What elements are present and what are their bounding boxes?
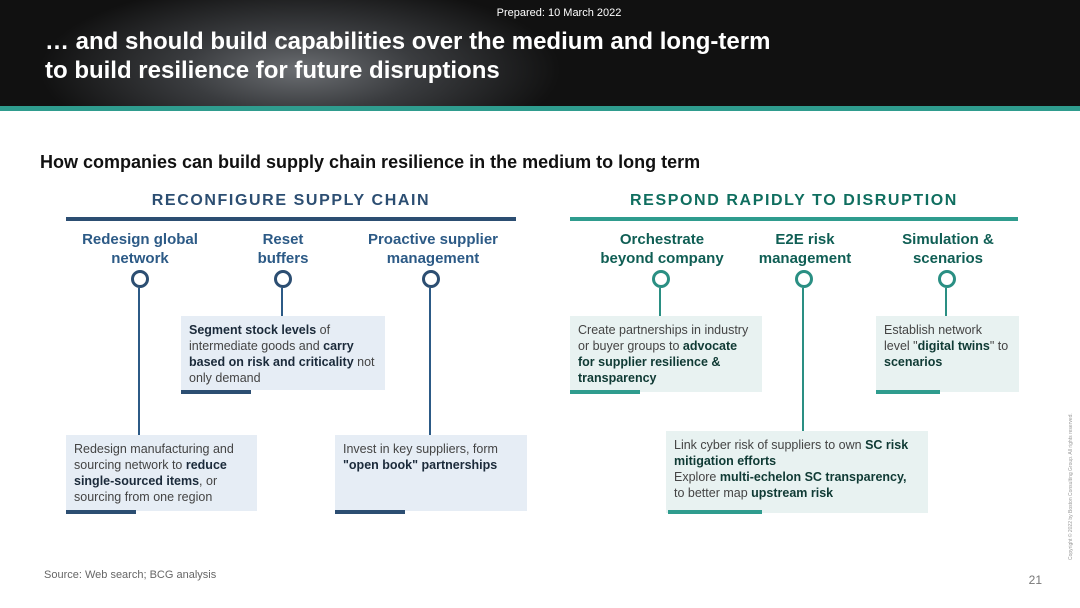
connector-redesign — [138, 288, 140, 435]
source-note: Source: Web search; BCG analysis — [44, 569, 217, 581]
box-text: Invest in key suppliers, form — [343, 442, 498, 456]
box-underline — [570, 390, 640, 394]
section-bar-left — [66, 217, 516, 221]
node-orchestrate — [652, 270, 670, 288]
box-text-bold: upstream risk — [751, 486, 834, 500]
box-text-bold: digital twins — [917, 339, 990, 353]
box-text-bold: Segment stock levels — [189, 323, 317, 337]
col-label-line: management — [386, 250, 480, 267]
node-simulation — [938, 270, 956, 288]
connector-e2e — [802, 288, 804, 431]
box-text-bold: carry based on risk and criticality — [189, 339, 354, 369]
connector-reset — [281, 288, 283, 316]
col-label-line: Proactive supplier — [367, 231, 499, 248]
col-label-line: Reset — [262, 231, 304, 248]
box-underline — [876, 390, 940, 394]
header-stripe — [0, 106, 1080, 111]
col-label-line: Orchestrate — [619, 231, 705, 248]
box-underline — [668, 510, 762, 514]
section-title-respond: RESPOND RAPIDLY TO DISRUPTION — [630, 192, 958, 209]
box-text: " to — [989, 339, 1009, 353]
box-text-bold: multi-echelon SC transparency, — [719, 470, 907, 484]
box-paragraph: Explore multi-echelon SC transparency, — [674, 469, 920, 485]
box-cyber-risk: Link cyber risk of suppliers to own SC r… — [666, 431, 928, 513]
col-label-orchestrate: Orchestrate beyond company — [582, 230, 742, 268]
header-banner — [0, 0, 1080, 106]
slide-subtitle: How companies can build supply chain res… — [40, 152, 701, 172]
box-text: Establish network level " — [884, 323, 982, 353]
title-line-2: to build resilience for future disruptio… — [45, 57, 500, 84]
box-digital-twins: Establish network level "digital twins" … — [876, 316, 1019, 392]
col-label-line: buffers — [257, 250, 309, 267]
col-label-line: beyond company — [600, 250, 724, 267]
box-text: not only demand — [189, 355, 375, 385]
col-label-redesign-global-network: Redesign global network — [70, 230, 210, 268]
box-text: Explore — [674, 470, 720, 484]
connector-proactive — [429, 288, 431, 435]
connector-simulation — [945, 288, 947, 316]
box-text: to better map — [674, 486, 752, 500]
col-label-line: network — [111, 250, 169, 267]
box-underline — [181, 390, 251, 394]
box-redesign-manufacturing: Redesign manufacturing and sourcing netw… — [66, 435, 257, 511]
box-text-bold: advocate for supplier resilience & trans… — [578, 339, 738, 385]
box-create-partnerships: Create partnerships in industry or buyer… — [570, 316, 762, 392]
node-reset — [274, 270, 292, 288]
box-underline — [335, 510, 405, 514]
col-label-e2e-risk: E2E risk management — [745, 230, 865, 268]
box-text-bold: scenarios — [884, 355, 943, 369]
col-label-line: E2E risk — [775, 231, 835, 248]
box-underline — [66, 510, 136, 514]
box-text: Redesign manufacturing and sourcing netw… — [74, 442, 234, 472]
section-bar-right — [570, 217, 1018, 221]
box-text: Create partnerships in industry or buyer… — [578, 323, 749, 353]
copyright-notice: Copyright © 2022 by Boston Consulting Gr… — [1068, 413, 1074, 560]
box-paragraph: to better map upstream risk — [674, 485, 920, 501]
slide-title: … and should build capabilities over the… — [45, 27, 770, 85]
col-label-line: management — [758, 250, 852, 267]
node-redesign — [131, 270, 149, 288]
box-text-bold: reduce single-sourced items — [74, 458, 227, 488]
box-segment-stock: Segment stock levels of intermediate goo… — [181, 316, 385, 390]
node-e2e — [795, 270, 813, 288]
box-text-bold: "open book" partnerships — [343, 458, 498, 472]
box-text: Link cyber risk of suppliers to own — [674, 438, 866, 452]
col-label-reset-buffers: Reset buffers — [233, 230, 333, 268]
col-label-proactive-supplier-management: Proactive supplier management — [353, 230, 513, 268]
col-label-line: Redesign global — [82, 231, 198, 248]
page-number: 21 — [1028, 573, 1042, 587]
box-paragraph: Link cyber risk of suppliers to own SC r… — [674, 437, 920, 469]
box-text-bold: SC risk mitigation efforts — [674, 438, 909, 468]
title-line-1: … and should build capabilities over the… — [45, 28, 771, 55]
connector-orchestrate — [659, 288, 661, 316]
col-label-line: Simulation & — [902, 231, 994, 248]
prepared-date: Prepared: 10 March 2022 — [496, 7, 622, 19]
col-label-simulation: Simulation & scenarios — [878, 230, 1018, 268]
col-label-line: scenarios — [912, 250, 984, 267]
box-invest-suppliers: Invest in key suppliers, form "open book… — [335, 435, 527, 511]
box-text: of intermediate goods and — [189, 323, 331, 353]
section-title-reconfigure: RECONFIGURE SUPPLY CHAIN — [151, 192, 431, 209]
node-proactive — [422, 270, 440, 288]
box-text: , or sourcing from one region — [74, 474, 218, 504]
